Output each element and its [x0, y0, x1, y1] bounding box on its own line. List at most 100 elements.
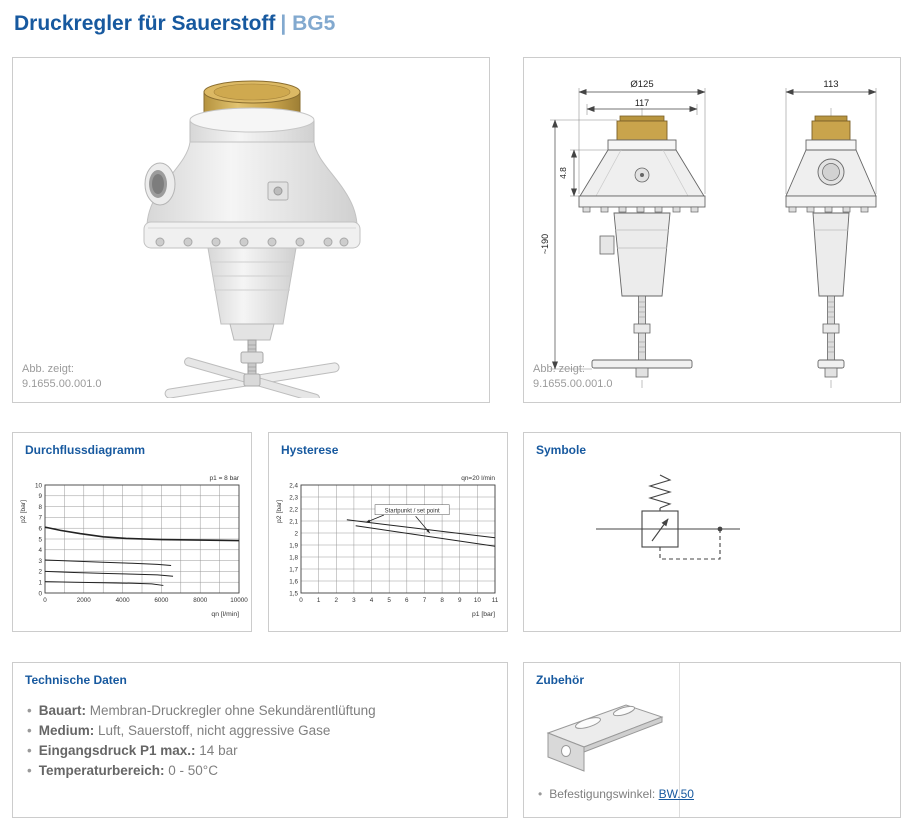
- tech-item-temperatur: • Temperaturbereich: 0 - 50°C: [27, 763, 376, 778]
- symbols-panel: Symbole: [523, 432, 901, 632]
- svg-text:qn=20 l/min: qn=20 l/min: [461, 475, 495, 482]
- t-handle: [164, 357, 340, 398]
- svg-text:2,3: 2,3: [289, 494, 298, 501]
- svg-text:7: 7: [38, 515, 42, 522]
- tech-list: • Bauart: Membran-Druckregler ohne Sekund…: [27, 703, 376, 783]
- dim-side-width: 113: [823, 79, 838, 90]
- svg-text:9: 9: [38, 493, 42, 500]
- tech-item-text: Membran-Druckregler ohne Sekundärentlüft…: [86, 703, 376, 718]
- svg-text:1,5: 1,5: [289, 590, 298, 597]
- tech-item-eingangsdruck: • Eingangsdruck P1 max.: 14 bar: [27, 743, 376, 758]
- spindle: [240, 339, 264, 377]
- dim-top-width: 117: [635, 98, 649, 108]
- svg-text:2,1: 2,1: [289, 518, 298, 525]
- tech-item-label: Eingangsdruck P1 max.:: [38, 743, 196, 758]
- svg-text:2: 2: [38, 569, 42, 576]
- tech-panel-title: Technische Daten: [25, 673, 127, 687]
- svg-text:3: 3: [352, 597, 356, 604]
- svg-text:2: 2: [335, 597, 339, 604]
- bullet-icon: •: [27, 763, 32, 778]
- svg-text:6: 6: [405, 597, 409, 604]
- svg-text:11: 11: [492, 597, 499, 604]
- tech-item-text: 14 bar: [195, 743, 238, 758]
- dimensions-side: 113: [785, 79, 877, 194]
- drawing-caption: Abb. zeigt: 9.1655.00.001.0: [533, 362, 613, 392]
- accessory-item: • Befestigungswinkel: BW.50: [538, 787, 694, 801]
- side-view: [785, 108, 877, 388]
- dim-total-height: ~190: [540, 234, 550, 254]
- tech-item-label: Bauart:: [38, 703, 86, 718]
- svg-text:1: 1: [38, 580, 42, 587]
- flow-arrow-icon: [651, 518, 669, 542]
- svg-text:10: 10: [474, 597, 482, 604]
- dim-diameter: Ø125: [630, 79, 653, 90]
- svg-text:6: 6: [38, 526, 42, 533]
- technical-data-panel: Technische Daten • Bauart: Membran-Druckr…: [12, 662, 508, 818]
- front-view: [578, 108, 706, 388]
- svg-text:4: 4: [370, 597, 374, 604]
- page-title-main: Druckregler für Sauerstoff: [14, 12, 276, 35]
- svg-text:8: 8: [440, 597, 444, 604]
- photo-caption: Abb. zeigt: 9.1655.00.001.0: [22, 362, 102, 392]
- svg-text:4: 4: [38, 547, 42, 554]
- mounting-bracket-image: [546, 704, 664, 772]
- drawing-caption-value: 9.1655.00.001.0: [533, 378, 613, 391]
- bullet-icon: •: [27, 723, 32, 738]
- svg-text:3: 3: [38, 558, 42, 565]
- svg-text:0: 0: [38, 590, 42, 597]
- tech-item-label: Temperaturbereich:: [38, 763, 165, 778]
- svg-text:1: 1: [317, 597, 321, 604]
- svg-text:p2 [bar]: p2 [bar]: [20, 500, 27, 523]
- bullet-icon: •: [27, 703, 32, 718]
- dimensions-front: Ø125 117 4.8 ~190: [540, 79, 706, 370]
- bw50-link[interactable]: BW.50: [658, 787, 694, 801]
- tech-item-text: 0 - 50°C: [164, 763, 218, 778]
- svg-text:0: 0: [299, 597, 303, 604]
- bullet-icon: •: [538, 787, 543, 801]
- svg-text:5: 5: [38, 536, 42, 543]
- symbols-panel-title: Symbole: [536, 443, 587, 457]
- photo-caption-label: Abb. zeigt:: [22, 363, 74, 376]
- svg-text:p1 [bar]: p1 [bar]: [472, 611, 495, 618]
- svg-text:6000: 6000: [154, 597, 169, 604]
- svg-text:p1 = 8 bar: p1 = 8 bar: [210, 475, 240, 482]
- tech-item-label: Medium:: [38, 723, 95, 738]
- technical-drawing-panel: Ø125 117 4.8 ~190: [523, 57, 901, 403]
- svg-text:qn [l/min]: qn [l/min]: [211, 611, 239, 618]
- bullet-icon: •: [27, 743, 32, 758]
- page-title: Druckregler für Sauerstoff| BG5: [14, 12, 335, 36]
- svg-text:2,4: 2,4: [289, 482, 298, 489]
- technical-drawing: Ø125 117 4.8 ~190: [540, 79, 877, 388]
- panel-divider: [679, 663, 680, 817]
- svg-text:1,6: 1,6: [289, 578, 298, 585]
- spring-icon: [648, 474, 672, 509]
- accessory-label: Befestigungswinkel:: [549, 787, 659, 801]
- svg-text:2: 2: [294, 530, 298, 537]
- svg-text:7: 7: [423, 597, 427, 604]
- valve-body: [143, 107, 361, 341]
- svg-text:10000: 10000: [230, 597, 248, 604]
- dim-cap-height: 4.8: [558, 167, 568, 179]
- tech-item-text: Luft, Sauerstoff, nicht aggressive Gase: [94, 723, 331, 738]
- svg-text:9: 9: [458, 597, 462, 604]
- drawing-caption-label: Abb. zeigt:: [533, 363, 585, 376]
- product-photo: [143, 80, 361, 398]
- accessories-panel-title: Zubehör: [536, 673, 584, 687]
- tech-item-bauart: • Bauart: Membran-Druckregler ohne Sekund…: [27, 703, 376, 718]
- svg-text:8: 8: [38, 504, 42, 511]
- svg-text:Startpunkt / set point: Startpunkt / set point: [385, 508, 440, 514]
- photo-caption-value: 9.1655.00.001.0: [22, 378, 102, 391]
- svg-text:0: 0: [43, 597, 47, 604]
- svg-text:1,8: 1,8: [289, 554, 298, 561]
- svg-text:2,2: 2,2: [289, 506, 298, 513]
- svg-text:5: 5: [387, 597, 391, 604]
- svg-text:2000: 2000: [77, 597, 92, 604]
- pilot-line: [659, 529, 721, 560]
- product-photo-panel: Abb. zeigt: 9.1655.00.001.0: [12, 57, 490, 403]
- page-title-suffix: | BG5: [280, 12, 336, 35]
